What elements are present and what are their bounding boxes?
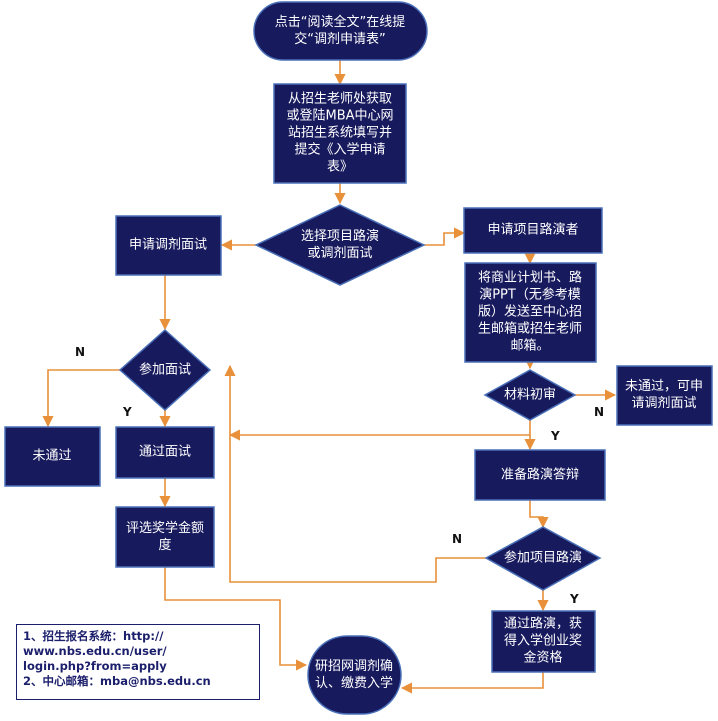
pass-interview-node: [115, 426, 215, 479]
arrow-passroad-to-confirm: [400, 672, 544, 694]
arrow-prepare-to-roadshow: [529, 500, 549, 529]
confirm-node: [307, 635, 402, 715]
prepare-defense-label: 准备路演答辩: [501, 467, 579, 483]
interview-yes-label: Y: [122, 405, 132, 419]
get-form-node: [273, 83, 407, 184]
send-ppt-label: 邮箱。: [510, 338, 549, 354]
apply-interview-label: 申请调剂面试: [129, 238, 207, 253]
fail-node: [4, 426, 101, 487]
send-ppt-label: 版）发送至中心招: [478, 304, 582, 320]
note-line-2: www.nbs.edu.cn/user/: [23, 644, 167, 658]
material-review-decision: [483, 369, 577, 421]
attend-roadshow-decision: [484, 526, 602, 591]
fail-label: 未通过: [32, 449, 71, 464]
roadshow-no-label: N: [452, 532, 462, 546]
material-review-label: 材料初审: [504, 388, 556, 403]
review-fail-label: 未通过，可申: [625, 379, 703, 394]
get-form-label: 提交《入学申请: [294, 142, 385, 158]
get-form-label: 表》: [327, 160, 353, 175]
attend-roadshow-label: 参加项目路演: [504, 550, 582, 566]
apply-interview-node: [115, 215, 222, 276]
attend-interview-decision: [118, 328, 212, 412]
scholarship-eval-label: 评选奖学金额: [126, 520, 204, 536]
choose-label: 选择项目路演: [301, 228, 379, 244]
note-line-3: login.php?from=apply: [23, 659, 167, 673]
confirm-label: 研招网调剂确: [315, 659, 393, 674]
note-line-4: 2、中心邮箱：mba@nbs.edu.cn: [23, 674, 211, 688]
review-yes-label: Y: [550, 429, 560, 443]
apply-roadshow-label: 申请项目路演者: [487, 222, 578, 238]
interview-no-label: N: [75, 345, 85, 359]
send-ppt-label: 生邮箱或招生老师: [478, 321, 582, 337]
pass-roadshow-label: 得入学创业奖: [504, 633, 582, 649]
arrow-attend-to-fail: [42, 369, 120, 428]
send-ppt-label: 将商业计划书、路: [478, 270, 582, 286]
note-line-1: 1、招生报名系统：http://: [23, 629, 164, 643]
attend-interview-label: 参加面试: [139, 362, 191, 378]
send-ppt-node: [464, 262, 597, 363]
roadshow-yes-label: Y: [569, 592, 579, 606]
pass-roadshow-node: [491, 610, 596, 673]
info-note: 1、招生报名系统：http:// www.nbs.edu.cn/user/ lo…: [16, 624, 260, 700]
apply-roadshow-node: [463, 207, 603, 254]
arrow-scholarship-to-confirm: [164, 567, 308, 671]
scholarship-eval-label: 度: [158, 537, 171, 553]
start-node: [253, 1, 428, 61]
get-form-label: 或登陆MBA中心网: [286, 108, 393, 124]
scholarship-node: [115, 506, 215, 568]
pass-interview-label: 通过面试: [139, 445, 191, 460]
arrow-choose-to-roadshow: [424, 227, 466, 246]
review-fail-label: 请调剂面试: [631, 396, 696, 411]
send-ppt-label: 演PPT（无参考模: [479, 287, 581, 303]
confirm-label: 认、缴费入学: [315, 675, 393, 691]
connectors: [42, 60, 617, 694]
review-no-label: N: [594, 405, 604, 419]
pass-roadshow-label: 通过路演，获: [504, 616, 582, 632]
pass-roadshow-label: 金资格: [523, 650, 562, 666]
prepare-defense-node: [474, 449, 606, 501]
review-fail-node: [616, 365, 713, 426]
start-label: 点击“阅读全文”在线提: [275, 14, 405, 30]
arrow-roadshow-fail-loop: [224, 364, 486, 583]
choose-decision: [254, 204, 426, 286]
arrow-review-loop-back: [228, 420, 531, 441]
start-label: 交“调剂申请表”: [294, 31, 385, 47]
choose-label: 或调剂面试: [307, 246, 372, 261]
get-form-label: 站招生系统填写并: [288, 126, 392, 141]
get-form-label: 从招生老师处获取: [288, 92, 392, 107]
